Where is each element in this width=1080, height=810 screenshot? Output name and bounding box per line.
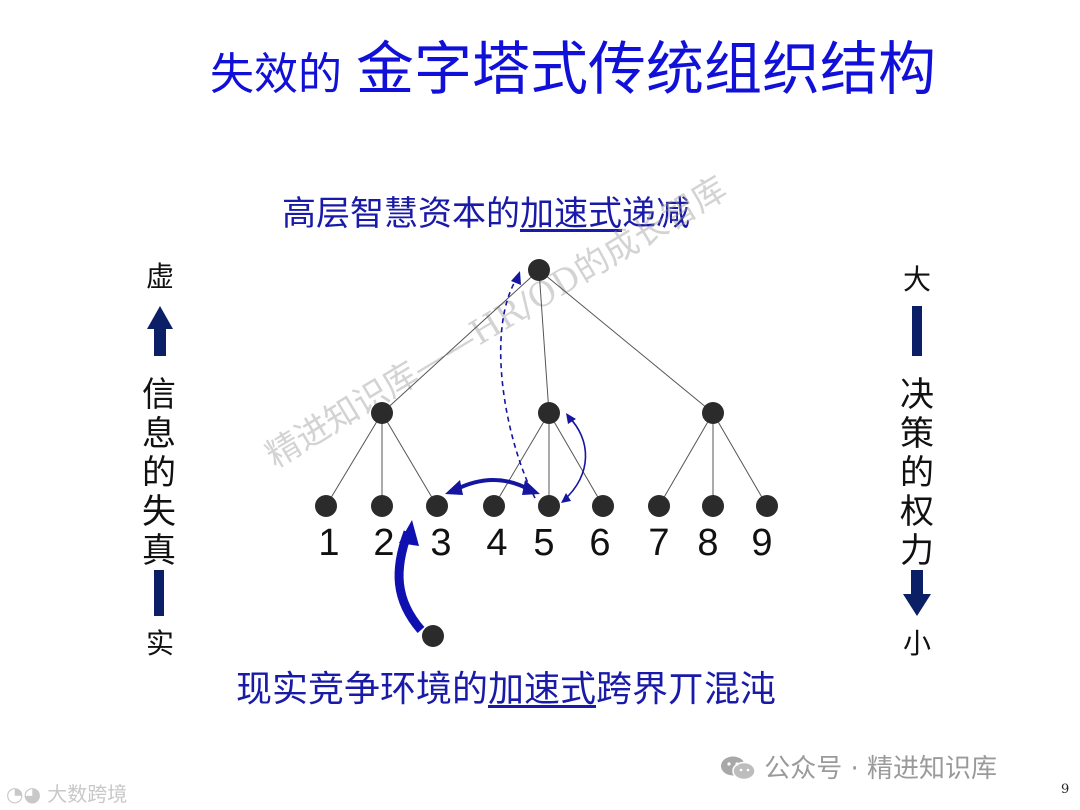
leaf-number: 1 [318,522,339,564]
edge [538,269,550,414]
right-bar [912,306,922,356]
page-number: 9 [1061,782,1070,797]
edge [538,269,714,414]
leaf-node [702,495,724,517]
leaf-number: 6 [589,522,610,564]
bottom-caption-suffix: 跨界丌混沌 [596,669,777,710]
edge [381,269,540,414]
lateral-double-arrow [454,478,531,492]
title-main: 金字塔式传统组织结构 [356,35,937,103]
brand-mark: ◔◕ 大数跨境 [6,778,127,807]
edge [325,412,383,507]
up-arrow-icon [147,306,173,356]
edge [381,412,438,507]
leaf-number: 8 [697,522,718,564]
feedback-arc-head-bottom [561,493,571,503]
title-prefix: 失效的 [210,49,342,100]
bottom-caption: 现实竞争环境的加速式跨界丌混沌 [236,660,776,712]
top-caption-suffix: 递减 [622,194,690,234]
left-top-label: 虚 [146,260,175,293]
left-bottom-label: 实 [146,627,175,660]
lateral-arrow-head-right [522,480,540,495]
bottom-caption-underlined: 加速式 [488,669,597,710]
leaf-node [538,495,560,517]
right-vertical-label: 决策的权力 [900,375,934,571]
leaf-number: 3 [430,522,451,564]
leaf-node [483,495,505,517]
leaf-number: 9 [751,522,772,564]
brand-logo-icon: ◔◕ [6,782,41,806]
brand-text: 大数跨境 [47,782,128,806]
left-vertical-label: 信息的失真 [142,375,176,571]
leaf-number: 7 [648,522,669,564]
leaf-number: 4 [486,522,507,564]
footer-account-text: 公众号 · 精进知识库 [764,754,998,784]
lateral-arrow-head-left [445,480,463,495]
edge [712,412,768,507]
mid-node [702,402,724,424]
right-bottom-label: 小 [903,627,932,660]
top-caption: 高层智慧资本的加速式递减 [282,186,690,235]
bottom-caption-prefix: 现实竞争环境的 [236,669,489,710]
leaf-number: 5 [533,522,554,564]
slide-title: 失效的金字塔式传统组织结构 [210,22,936,106]
dashed-arrow-head [511,271,521,285]
leaf-node [592,495,614,517]
edge [548,412,604,507]
leaf-number: 2 [373,522,394,564]
top-caption-underlined: 加速式 [520,194,622,234]
edge [493,412,550,507]
environment-arrow [394,530,425,633]
down-arrow-icon [903,570,931,616]
footer-account: 公众号 · 精进知识库 [720,748,997,785]
leaf-node [756,495,778,517]
mid-node [371,402,393,424]
environment-arrow-head [399,520,419,546]
left-bar [154,570,164,616]
wechat-icon [720,755,756,781]
leaf-node [315,495,337,517]
external-node [422,625,444,647]
feedback-arc [563,415,587,501]
mid-node [538,402,560,424]
leaf-node [648,495,670,517]
root-node [528,259,550,281]
dashed-bypass-arrow [499,277,536,499]
edge [658,412,714,507]
leaf-node [371,495,393,517]
leaf-node [426,495,448,517]
right-top-label: 大 [903,263,932,296]
top-caption-prefix: 高层智慧资本的 [282,194,520,234]
feedback-arc-head-top [566,413,576,424]
